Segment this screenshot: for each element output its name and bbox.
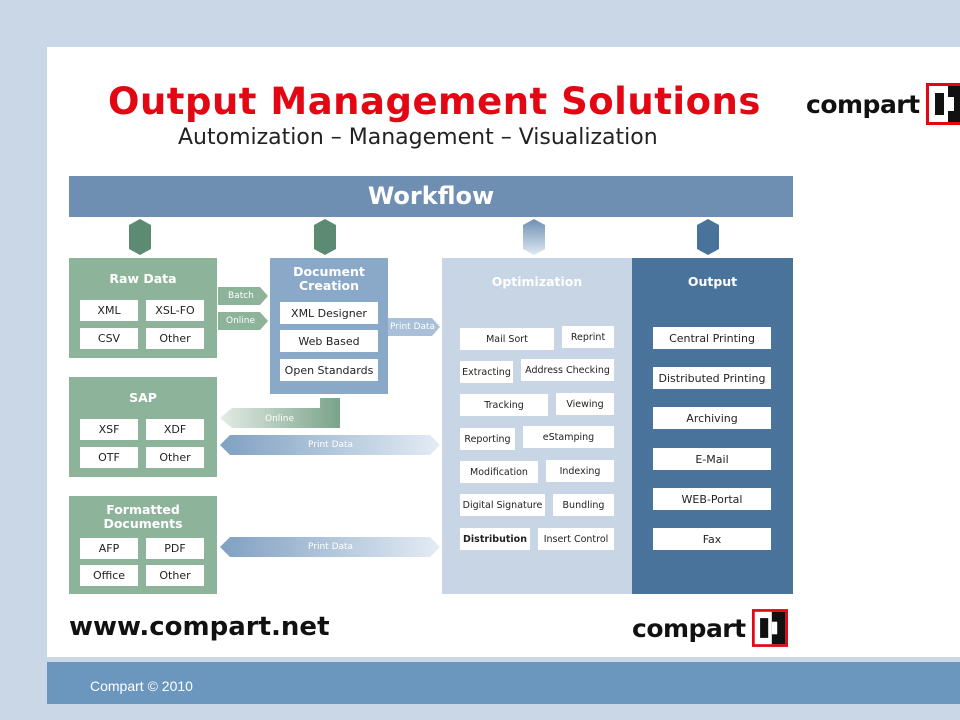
sap-print-data-label: Print Data [308,440,354,450]
page-title: Output Management Solutions [108,80,761,123]
sap-item: XDF [146,419,204,440]
document-creation-title: Document Creation [293,264,365,293]
raw-data-item: CSV [80,328,138,349]
formatted-item: Other [146,565,204,586]
compart-mark-icon [751,609,788,647]
footer-bar [47,662,960,704]
batch-label: Batch [228,291,254,301]
optimization-item: Insert Control [538,528,614,550]
raw-data-item: XSL-FO [146,300,204,321]
doc-creation-item: Web Based [280,330,378,352]
footer-copyright: Compart © 2010 [90,678,193,694]
doc-creation-item: Open Standards [280,359,378,381]
optimization-item: eStamping [523,426,614,448]
optimization-item: Modification [460,461,538,483]
sap-item: Other [146,447,204,468]
online-arrow [218,312,268,330]
raw-data-title: Raw Data [109,271,177,286]
optimization-item: Tracking [460,394,548,416]
page-subtitle: Automization – Management – Visualizatio… [178,125,658,150]
optimization-item: Extracting [460,361,513,383]
sap-item: XSF [80,419,138,440]
sap-item: OTF [80,447,138,468]
connector-raw-data [129,219,151,255]
connector-output [697,219,719,255]
sap-print-data-arrow [220,435,440,455]
optimization-title: Optimization [491,274,583,289]
optimization-item: Bundling [553,494,614,516]
optimization-item: Digital Signature [460,494,545,516]
output-title: Output [687,274,738,289]
optimization-item: Address Checking [521,359,614,381]
output-item: Distributed Printing [653,367,771,389]
optimization-item: Mail Sort [460,328,554,350]
raw-data-item: XML [80,300,138,321]
doc-print-data-arrow [388,318,440,336]
formatted-print-data-label: Print Data [308,542,354,552]
document-creation-panel: Document Creation XML Designer Web Based… [270,258,388,394]
connector-optimization [523,219,545,255]
compart-mark-icon [925,83,960,125]
formatted-print-data-arrow [220,537,440,557]
sap-panel: SAP XSF XDF OTF Other [69,377,217,477]
formatted-item: AFP [80,538,138,559]
formatted-item: Office [80,565,138,586]
workflow-bar: Workflow [69,176,793,217]
sap-online-label: Online [265,414,295,424]
doc-print-data-label: Print Data [390,322,436,332]
doc-creation-item: XML Designer [280,302,378,324]
sap-title: SAP [129,390,157,405]
website-url: www.compart.net [69,612,330,642]
logo-text: compart [806,89,920,119]
formatted-documents-panel: Formatted Documents AFP PDF Office Other [69,496,217,594]
output-panel: Output Central Printing Distributed Prin… [632,258,793,594]
raw-data-item: Other [146,328,204,349]
logo-text: compart [632,613,746,643]
output-item: Central Printing [653,327,771,349]
compart-logo-top: compart [806,83,960,125]
optimization-item: Reporting [460,428,515,450]
batch-arrow [218,287,268,305]
optimization-item: Reprint [562,326,614,348]
sap-online-arrow [220,398,340,428]
output-item: E-Mail [653,448,771,470]
formatted-item: PDF [146,538,204,559]
output-item: WEB-Portal [653,488,771,510]
optimization-item: Distribution [460,528,530,550]
compart-logo-bottom: compart [632,608,788,648]
output-item: Archiving [653,407,771,429]
output-item: Fax [653,528,771,550]
online-label: Online [226,316,256,326]
connector-document-creation [314,219,336,255]
optimization-panel: Optimization Mail Sort Reprint Extractin… [442,258,632,594]
optimization-item: Indexing [546,460,614,482]
optimization-item: Viewing [556,393,614,415]
formatted-documents-title: Formatted Documents [103,502,183,531]
raw-data-panel: Raw Data XML XSL-FO CSV Other [69,258,217,358]
